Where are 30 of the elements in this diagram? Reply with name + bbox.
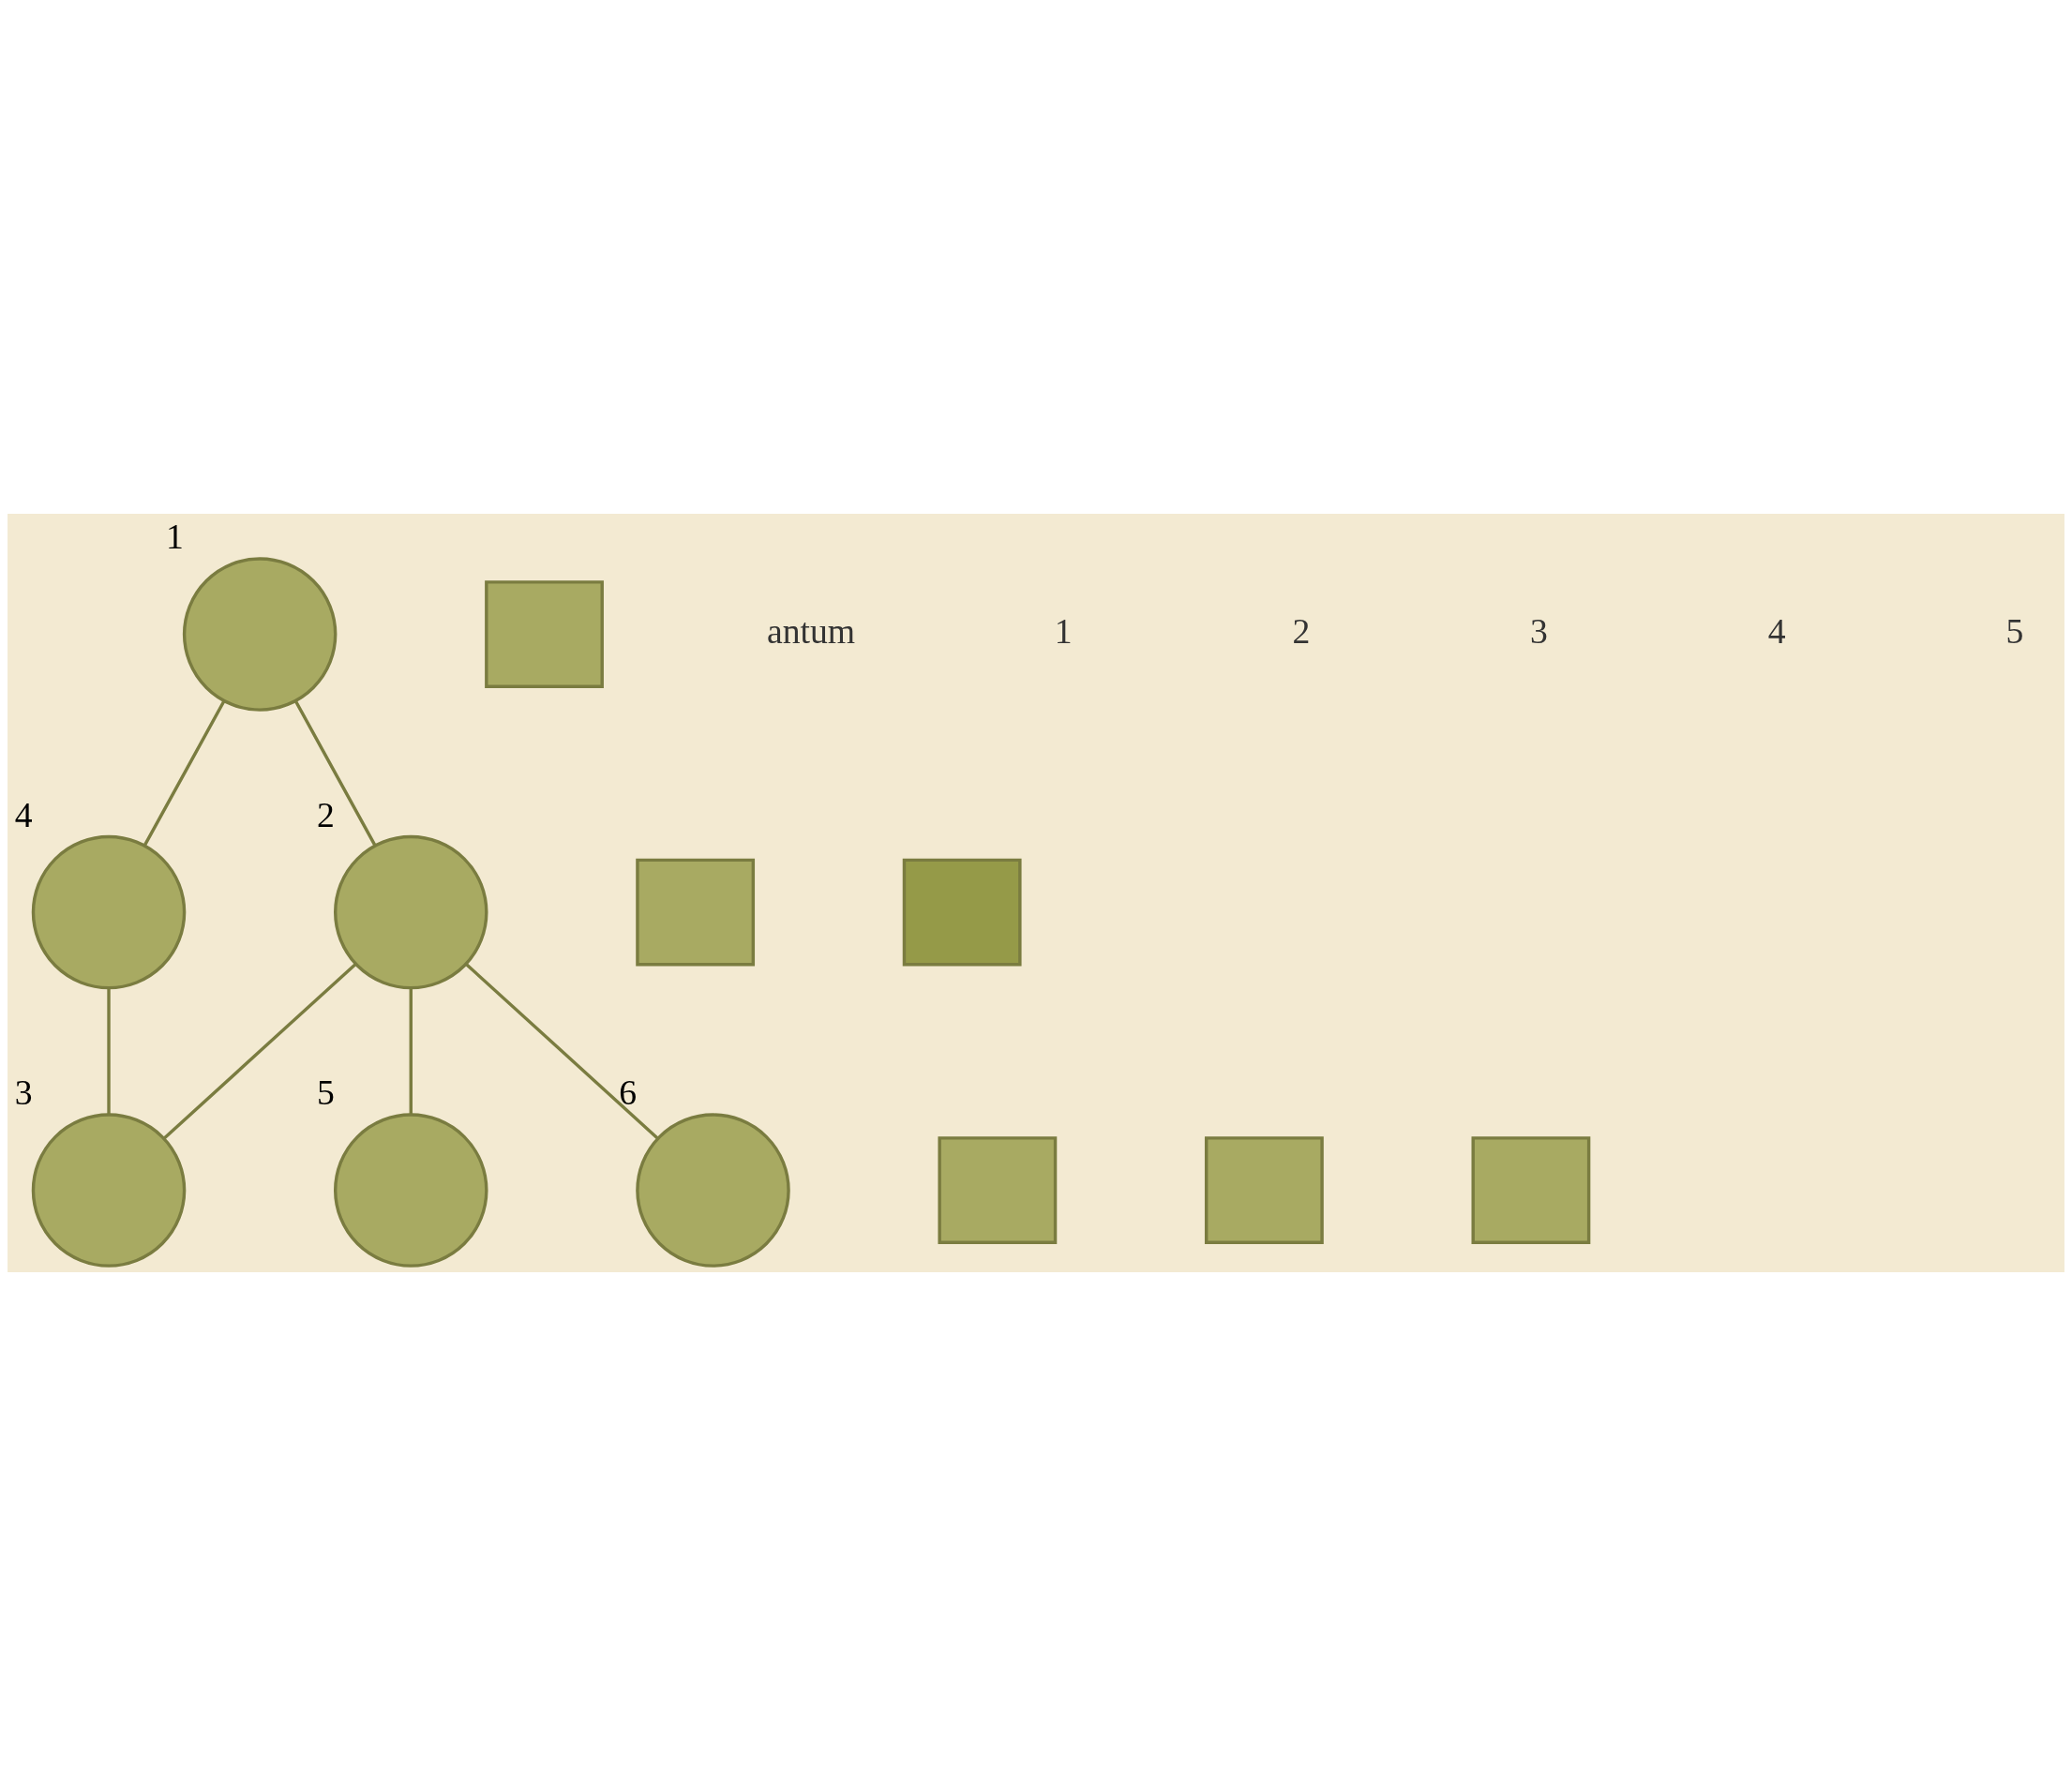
label: 1 (1054, 611, 1073, 652)
node-circle (31, 834, 187, 990)
label: antum (766, 611, 856, 652)
node-circle (334, 1113, 488, 1268)
node-label: 5 (317, 1073, 335, 1113)
connector (293, 699, 377, 847)
connector (143, 699, 226, 847)
label: 3 (1530, 611, 1548, 652)
node-label: 4 (14, 794, 33, 834)
node-label: 6 (619, 1073, 638, 1113)
connector (107, 988, 111, 1115)
node-circle (636, 1113, 790, 1268)
node-label: 2 (317, 794, 335, 834)
node-circle (31, 1113, 187, 1268)
connector (409, 988, 413, 1115)
node-label: 3 (14, 1073, 33, 1113)
node-box (636, 858, 756, 967)
node-label: 1 (165, 517, 184, 557)
node-box (1471, 1136, 1591, 1244)
label: 4 (1767, 611, 1786, 652)
label: 5 (2005, 611, 2024, 652)
node-box (1204, 1136, 1324, 1244)
node-box (902, 858, 1022, 967)
node-box (938, 1136, 1058, 1244)
node-circle (334, 834, 488, 990)
label: 2 (1292, 611, 1311, 652)
connector (465, 963, 659, 1140)
node-circle (182, 557, 338, 712)
node-box (485, 580, 604, 688)
connector (163, 963, 357, 1140)
